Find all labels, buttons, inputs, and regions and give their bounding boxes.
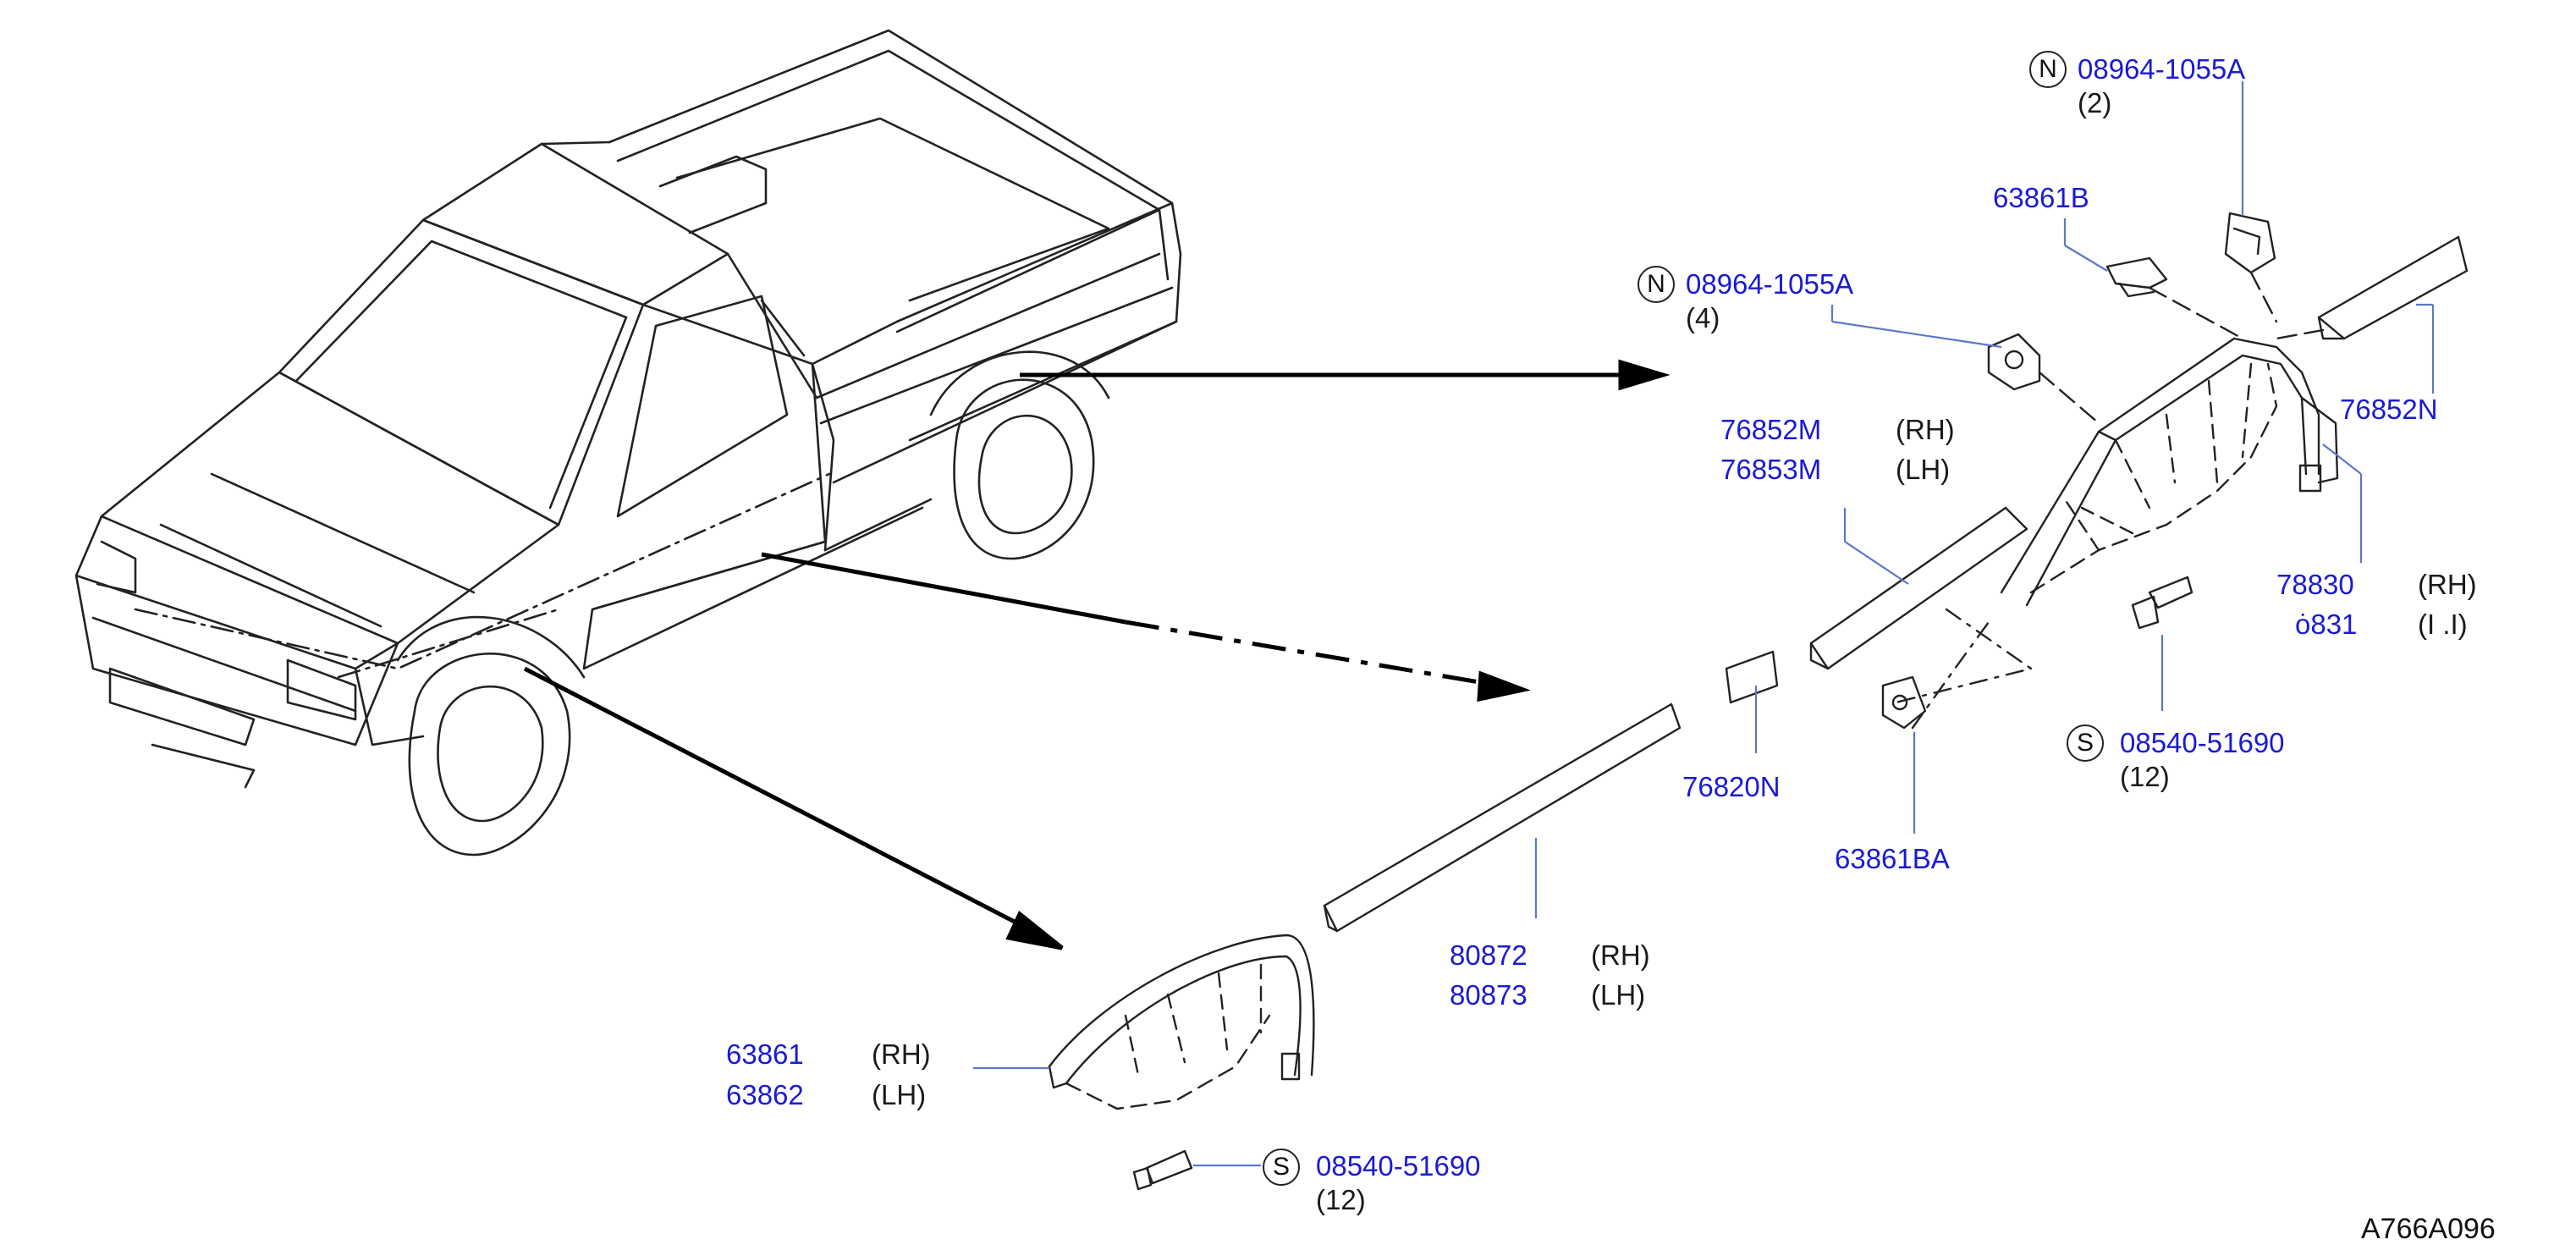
part-label-63861BA[interactable]: 63861BA [1835, 843, 1950, 874]
pickup-truck-illustration [74, 29, 1182, 857]
part-label-08540-51690-bottom[interactable]: 08540-51690 [1316, 1150, 1481, 1182]
part-label-78830[interactable]: 78830 [2276, 569, 2354, 600]
part-label-80873[interactable]: 80873 [1450, 979, 1527, 1011]
part-label-76820N[interactable]: 76820N [1682, 771, 1781, 802]
part-label-63862[interactable]: 63862 [726, 1079, 804, 1110]
badge-n-mid: N [1638, 266, 1675, 303]
badge-n-top: N [2029, 51, 2067, 88]
side-label-78831: (I .I) [2418, 609, 2468, 640]
side-label-63862: (LH) [872, 1079, 927, 1110]
part-label-08540-51690-right[interactable]: 08540-51690 [2120, 727, 2285, 758]
part-label-08964-1055A-top[interactable]: 08964-1055A [2078, 53, 2246, 85]
side-label-80872: (RH) [1591, 939, 1650, 971]
qty-label-mid: (4) [1686, 302, 1720, 333]
side-label-63861: (RH) [872, 1038, 931, 1070]
side-label-80873: (LH) [1591, 979, 1646, 1011]
qty-label-right: (12) [2120, 761, 2170, 792]
part-label-78831[interactable]: ȯ831 [2295, 609, 2358, 640]
part-label-80872[interactable]: 80872 [1450, 939, 1527, 971]
part-label-63861B[interactable]: 63861B [1993, 182, 2089, 213]
part-label-63861[interactable]: 63861 [726, 1038, 804, 1070]
qty-label-bottom: (12) [1316, 1184, 1366, 1215]
part-label-76853M[interactable]: 76853M [1720, 454, 1822, 485]
qty-label-top: (2) [2078, 87, 2112, 118]
side-label-78830: (RH) [2418, 569, 2477, 600]
side-label-76853M: (LH) [1896, 454, 1951, 485]
pointer-arrows [523, 359, 1671, 950]
diagram-code: A766A096 [2361, 1213, 2496, 1245]
badge-s-right: S [2067, 724, 2104, 762]
part-label-08964-1055A-mid[interactable]: 08964-1055A [1686, 268, 1854, 300]
leader-lines [973, 81, 2435, 1167]
badge-s-bottom: S [1263, 1149, 1300, 1186]
parts-drawings [1048, 212, 2469, 1191]
side-label-76852M: (RH) [1896, 414, 1955, 445]
part-label-76852M[interactable]: 76852M [1720, 414, 1822, 445]
part-label-76852N[interactable]: 76852N [2340, 394, 2438, 425]
